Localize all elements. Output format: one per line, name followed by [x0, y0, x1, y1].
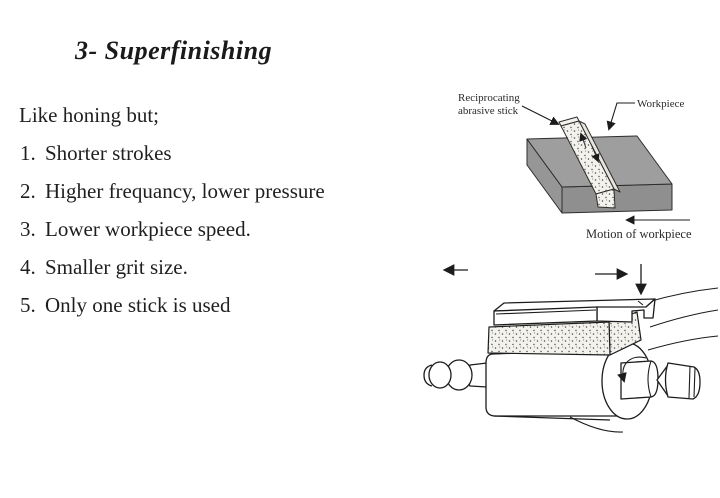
stick-front-end-face [595, 188, 616, 209]
rotation-arc-1 [647, 287, 719, 303]
spindle-tip [423, 364, 433, 387]
rotation-arrow [617, 356, 647, 383]
cylinder-bottom-edge [493, 415, 611, 421]
stick-label-line1: Reciprocating [458, 92, 520, 104]
cylindrical-superfinishing-diagram [423, 264, 719, 433]
item-text: Only one stick is used [45, 293, 231, 317]
item-number: 1. [20, 141, 36, 165]
stick-label-line2: abrasive stick [458, 105, 519, 117]
rotation-arc-3 [647, 335, 719, 351]
list-item: 4. Smaller grit size. [18, 254, 188, 280]
item-number: 2. [20, 179, 36, 203]
stub-shaft [620, 360, 659, 400]
spindle-bulb [428, 361, 452, 389]
stick-front-face [487, 321, 611, 356]
workpiece-label: Workpiece [637, 98, 684, 110]
item-text: Higher frequancy, lower pressure [45, 179, 325, 203]
item-number: 4. [20, 255, 36, 279]
list-item: 1. Shorter strokes [18, 140, 172, 166]
item-text: Lower workpiece speed. [45, 217, 251, 241]
shaft-cap-edge [647, 360, 652, 398]
left-spindle [423, 359, 488, 391]
abrasive-stick [558, 116, 621, 209]
cylindrical-workpiece-body [485, 348, 636, 417]
stick-leader-arrow [521, 105, 560, 125]
slide-title: 3- Superfinishing [75, 36, 273, 65]
holder-notch-mark [637, 300, 644, 306]
stick-holder [493, 298, 656, 326]
holder-clamp [596, 298, 656, 323]
holder-lip-line [495, 309, 597, 315]
list-item: 5. Only one stick is used [18, 292, 230, 318]
item-text: Shorter strokes [45, 141, 172, 165]
tailstock-body [664, 362, 701, 400]
stick-up-arrow [579, 132, 588, 149]
list-item: 3. Lower workpiece speed. [18, 216, 251, 242]
list-item: 2. Higher frequancy, lower pressure [18, 178, 325, 204]
tailstock-slot-lines [688, 365, 696, 399]
rotation-arc-bottom [569, 416, 624, 433]
item-number: 3. [20, 217, 36, 241]
workpiece-leader-arrow [606, 102, 635, 131]
stick-down-arrow [591, 145, 600, 163]
right-center-assembly [617, 356, 701, 400]
flat-superfinishing-diagram: Reciprocating abrasive stick Workpiece M… [458, 92, 692, 241]
intro-line: Like honing but; [19, 103, 159, 127]
abrasive-stick [487, 311, 642, 356]
item-text: Smaller grit size. [45, 255, 188, 279]
item-number: 5. [20, 293, 36, 317]
rotation-arc-2 [649, 309, 719, 328]
motion-label: Motion of workpiece [586, 227, 692, 241]
